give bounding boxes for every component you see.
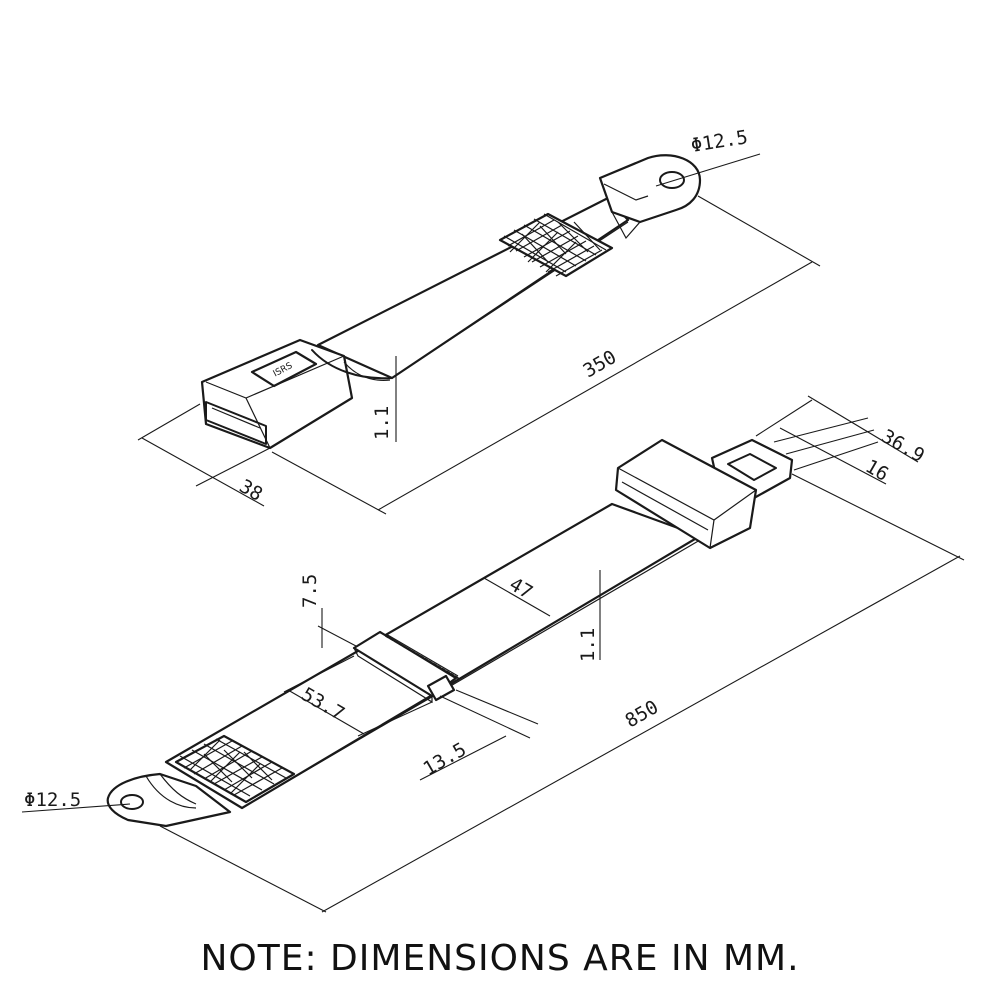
upper-buckle-housing (200, 338, 354, 450)
tongue-slot-dimension: 16 (862, 455, 893, 485)
upper-hole-dimension: Φ12.5 (689, 126, 749, 157)
upper-thickness-dimension: 1.1 (371, 406, 393, 440)
lower-stitch-pattern (174, 734, 296, 804)
upper-buckle-slot (205, 401, 267, 445)
lower-hole-dimension: Φ12.5 (24, 789, 81, 811)
units-note: NOTE: DIMENSIONS ARE IN MM. (200, 938, 800, 979)
upper-anchor-plate (598, 154, 702, 224)
tongue-width-dimension: 36.9 (878, 425, 929, 467)
upper-anchor-hole (659, 171, 685, 189)
lower-belt (106, 438, 794, 828)
upper-width-dimension: 38 (236, 475, 267, 505)
length-adjuster (352, 630, 458, 698)
total-length-dimension: 850 (622, 696, 663, 732)
lower-anchor-hole (120, 794, 144, 810)
lower-thickness-dimension: 1.1 (577, 628, 599, 662)
upper-extender: ISRS (200, 154, 702, 450)
adjuster-height-dimension: 7.5 (299, 574, 321, 608)
adjuster-depth-dimension: 13.5 (420, 738, 471, 780)
upper-length-dimension: 350 (580, 346, 621, 382)
latch-tongue-slot (727, 453, 777, 481)
latch-housing (614, 438, 758, 550)
upper-buckle-button (250, 350, 318, 388)
upper-stitch-pattern (498, 212, 614, 278)
upper-webbing (316, 196, 630, 380)
